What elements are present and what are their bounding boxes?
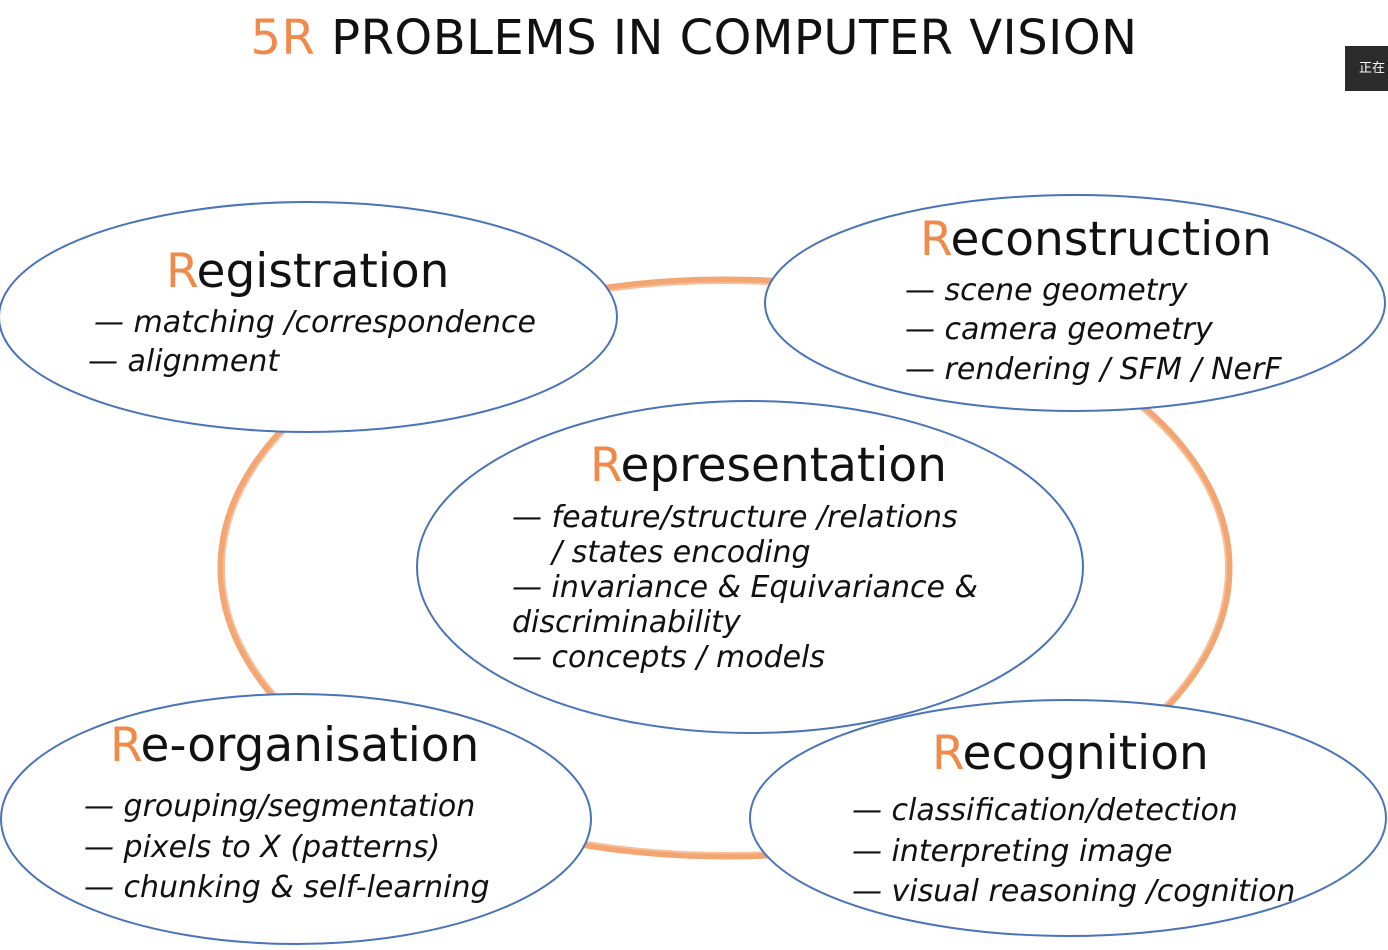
representation-item: — feature/structure /relations bbox=[512, 500, 958, 535]
representation-item: — invariance & Equivariance & bbox=[512, 570, 978, 605]
reconstruction-item: — camera geometry bbox=[905, 312, 1213, 347]
title-accent: 5R bbox=[250, 10, 316, 66]
reorganisation-item: — chunking & self-learning bbox=[84, 870, 490, 905]
recognition-item: — classification/detection bbox=[852, 793, 1238, 828]
reconstruction-heading: Reconstruction bbox=[920, 212, 1272, 267]
reconstruction-heading-text: econstruction bbox=[950, 212, 1272, 267]
connecting-ring-texture bbox=[223, 282, 1227, 854]
recognition-initial: R bbox=[932, 726, 963, 781]
reorganisation-ellipse bbox=[0, 693, 592, 945]
recognition-heading-text: ecognition bbox=[962, 726, 1209, 781]
overlay-tab[interactable]: 正在 bbox=[1345, 46, 1388, 91]
representation-item: — concepts / models bbox=[512, 640, 826, 675]
connecting-ring bbox=[217, 276, 1233, 860]
reorganisation-item: — grouping/segmentation bbox=[84, 789, 476, 824]
title-text: PROBLEMS IN COMPUTER VISION bbox=[315, 10, 1138, 66]
reconstruction-ellipse bbox=[764, 194, 1386, 412]
representation-heading-text: epresentation bbox=[620, 438, 947, 493]
reconstruction-item: — scene geometry bbox=[905, 273, 1188, 308]
registration-heading: Registration bbox=[166, 244, 449, 299]
registration-item: — alignment bbox=[88, 344, 280, 379]
reconstruction-initial: R bbox=[920, 212, 951, 267]
registration-item: — matching /correspondence bbox=[94, 305, 536, 340]
recognition-item: — visual reasoning /cognition bbox=[852, 874, 1296, 909]
reconstruction-item: — rendering / SFM / NerF bbox=[905, 352, 1282, 387]
representation-item: discriminability bbox=[512, 605, 741, 640]
registration-ellipse bbox=[0, 201, 618, 433]
representation-item: / states encoding bbox=[552, 535, 811, 570]
representation-initial: R bbox=[590, 438, 621, 493]
page-title: 5R PROBLEMS IN COMPUTER VISION bbox=[0, 10, 1388, 66]
reorganisation-heading-text: e-organisation bbox=[140, 718, 480, 773]
reorganisation-initial: R bbox=[110, 718, 141, 773]
representation-ellipse bbox=[416, 400, 1084, 734]
registration-initial: R bbox=[166, 244, 197, 299]
representation-heading: Representation bbox=[590, 438, 947, 493]
registration-heading-text: egistration bbox=[196, 244, 450, 299]
recognition-ellipse bbox=[749, 699, 1387, 937]
recognition-heading: Recognition bbox=[932, 726, 1209, 781]
reorganisation-item: — pixels to X (patterns) bbox=[84, 830, 441, 865]
reorganisation-heading: Re-organisation bbox=[110, 718, 479, 773]
recognition-item: — interpreting image bbox=[852, 834, 1173, 869]
